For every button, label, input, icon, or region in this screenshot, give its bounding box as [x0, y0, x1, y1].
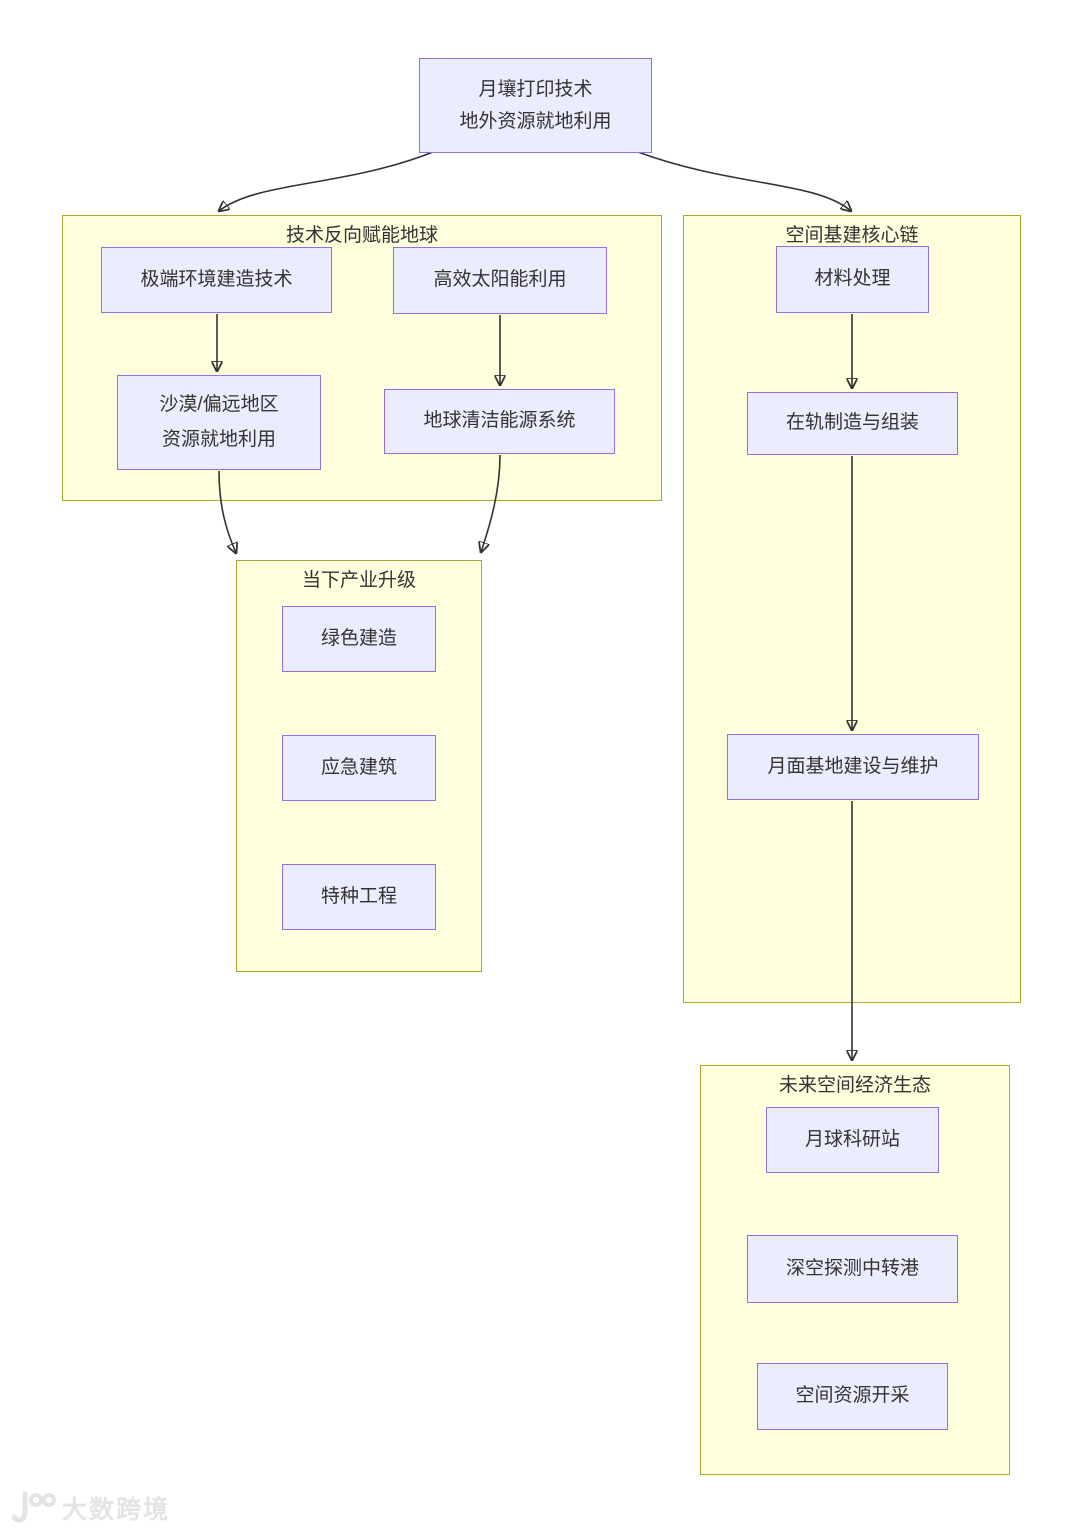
node-extreme-env: 极端环境建造技术: [101, 247, 332, 313]
cluster-title-future-economy: 未来空间经济生态: [778, 1075, 931, 1096]
cluster-title-tech-back-to-earth: 技术反向赋能地球: [285, 225, 438, 246]
node-material-processing: 材料处理: [776, 246, 929, 313]
node-root: 月壤打印技术 地外资源就地利用: [419, 58, 652, 153]
cluster-title-industry-upgrade: 当下产业升级: [301, 570, 416, 591]
node-deep-space-port: 深空探测中转港: [747, 1235, 958, 1303]
node-research-station: 月球科研站: [766, 1107, 939, 1173]
node-moon-base: 月面基地建设与维护: [727, 734, 979, 800]
node-solar: 高效太阳能利用: [393, 247, 607, 314]
edge-root-to-cluster-right: [637, 151, 851, 211]
node-orbit-manufacturing: 在轨制造与组装: [747, 392, 958, 455]
node-green-construction: 绿色建造: [282, 606, 436, 672]
node-desert-line1: 沙漠/偏远地区: [159, 394, 279, 416]
node-desert-line2: 资源就地利用: [161, 428, 276, 450]
node-emergency-building: 应急建筑: [282, 735, 436, 801]
cluster-space-infra: [683, 215, 1021, 1003]
edge-root-to-cluster-left: [219, 151, 434, 211]
node-resource-mining: 空间资源开采: [757, 1363, 948, 1430]
cluster-title-space-infra: 空间基建核心链: [785, 225, 919, 246]
watermark: 大数跨境: [12, 1490, 170, 1526]
node-clean-energy: 地球清洁能源系统: [384, 389, 615, 454]
node-desert: 沙漠/偏远地区 资源就地利用: [117, 375, 321, 470]
watermark-brand-text: 大数跨境: [62, 1496, 171, 1524]
node-root-line1: 月壤打印技术: [478, 78, 593, 100]
node-root-line2: 地外资源就地利用: [459, 110, 612, 132]
node-special-engineering: 特种工程: [282, 864, 436, 930]
watermark-logo-icon: [12, 1491, 56, 1523]
